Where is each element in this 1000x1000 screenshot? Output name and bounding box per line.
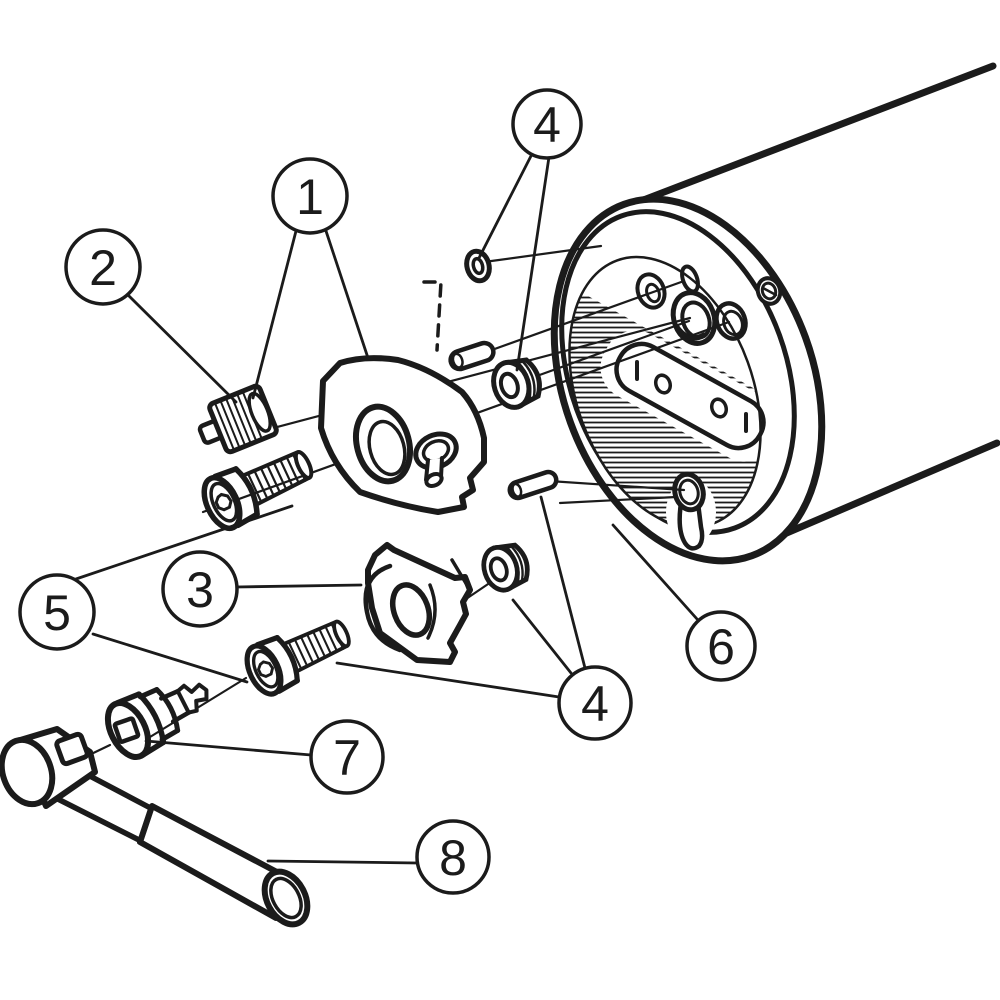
- callout-6-label: 6: [707, 619, 735, 675]
- pin-upper: [448, 340, 496, 372]
- callout-6: 6: [685, 610, 757, 682]
- leader-lines: [74, 152, 699, 865]
- square-drive-socket: [112, 716, 141, 744]
- face-plate-edge: [559, 209, 797, 535]
- callout-7: 7: [309, 719, 385, 795]
- callout-8-label: 8: [439, 830, 467, 886]
- clamp-screw-lower: [244, 619, 351, 697]
- callout-2-label: 2: [89, 240, 117, 296]
- callout-4-top-label: 4: [533, 97, 561, 153]
- cutting-insert: [363, 542, 473, 665]
- washer: [464, 248, 492, 284]
- face-holes: [635, 264, 783, 346]
- cartridge: [318, 355, 487, 515]
- dashed-reference-line: [422, 280, 443, 352]
- torx-adapter: [104, 682, 209, 760]
- spring-upper: [491, 357, 542, 410]
- callout-7-label: 7: [333, 730, 361, 786]
- tool-body: [534, 62, 1000, 565]
- slot-hole-left: [653, 373, 673, 395]
- wrench-head-face: [0, 736, 56, 808]
- callout-1: 1: [271, 157, 349, 235]
- spring-lower: [481, 542, 530, 593]
- slot-hole-right: [709, 397, 729, 419]
- wrench-grip-end: [261, 868, 311, 928]
- callout-4-bottom-label: 4: [581, 676, 609, 732]
- callout-2: 2: [64, 228, 142, 306]
- callout-4-bottom: 4: [557, 665, 633, 741]
- pin-lower: [507, 469, 559, 501]
- callout-5-label: 5: [43, 585, 71, 641]
- threaded-plug: [197, 383, 279, 455]
- callout-4-top: 4: [511, 88, 583, 160]
- callouts: 1 2 3 4 4 5 6 7: [18, 88, 757, 895]
- callout-3-label: 3: [186, 562, 214, 618]
- torx-tip: [175, 682, 209, 715]
- callout-8: 8: [415, 819, 491, 895]
- clamp-screw-upper: [201, 450, 314, 532]
- clamp-lever: [666, 471, 716, 551]
- torque-wrench: [0, 726, 311, 928]
- wrench-square-drive: [54, 731, 90, 767]
- cylinder-top-edge: [608, 62, 997, 216]
- callout-3: 3: [161, 550, 239, 628]
- callout-1-label: 1: [296, 169, 324, 225]
- callout-5: 5: [18, 573, 96, 651]
